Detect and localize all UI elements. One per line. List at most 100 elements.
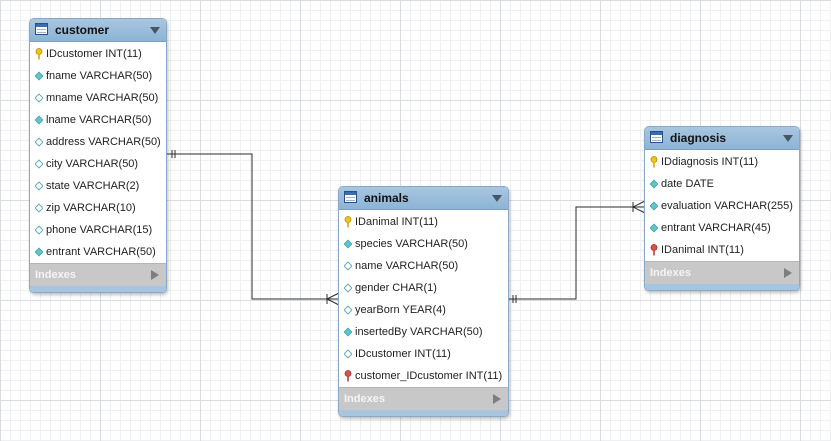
nullable-column-icon (35, 93, 43, 103)
column-row[interactable]: phone VARCHAR(15) (30, 219, 166, 241)
primary-key-icon (344, 216, 352, 228)
column-label: IDcustomer INT(11) (355, 348, 451, 360)
column-row[interactable]: IDanimal INT(11) (645, 239, 799, 261)
indexes-section[interactable]: Indexes (30, 263, 166, 286)
collapse-arrow-icon[interactable] (150, 27, 160, 34)
column-label: insertedBy VARCHAR(50) (355, 326, 483, 338)
table-name: customer (55, 23, 110, 37)
column-row[interactable]: customer_IDcustomer INT(11) (339, 365, 508, 387)
table-name: animals (364, 191, 409, 205)
indexes-label: Indexes (650, 267, 691, 279)
column-row[interactable]: evaluation VARCHAR(255) (645, 195, 799, 217)
many-crowfoot (326, 292, 340, 300)
column-label: address VARCHAR(50) (46, 136, 161, 148)
column-list: IDdiagnosis INT(11) date DATE evaluation… (645, 150, 799, 261)
column-label: state VARCHAR(2) (46, 180, 140, 192)
column-label: customer_IDcustomer INT(11) (355, 370, 503, 382)
column-label: date DATE (661, 178, 714, 190)
column-row[interactable]: entrant VARCHAR(45) (645, 217, 799, 239)
column-label: lname VARCHAR(50) (46, 114, 152, 126)
expand-arrow-icon[interactable] (151, 270, 159, 280)
column-label: IDdiagnosis INT(11) (661, 156, 758, 168)
table-bottom-bar (645, 284, 799, 290)
many-crowfoot (632, 200, 646, 208)
primary-key-icon (35, 48, 43, 60)
not-null-column-icon (35, 71, 43, 81)
collapse-arrow-icon[interactable] (492, 195, 502, 202)
not-null-column-icon (35, 115, 43, 125)
nullable-column-icon (35, 203, 43, 213)
many-crowfoot (326, 298, 340, 306)
column-label: evaluation VARCHAR(255) (661, 200, 793, 212)
column-row[interactable]: state VARCHAR(2) (30, 175, 166, 197)
column-label: entrant VARCHAR(45) (661, 222, 771, 234)
table-animals[interactable]: animals IDanimal INT(11) species VARCHAR… (338, 186, 509, 417)
column-row[interactable]: entrant VARCHAR(50) (30, 241, 166, 263)
relationship-animals-diagnosis (507, 206, 645, 300)
indexes-label: Indexes (35, 269, 76, 281)
table-header[interactable]: diagnosis (645, 127, 799, 150)
column-label: name VARCHAR(50) (355, 260, 459, 272)
table-customer[interactable]: customer IDcustomer INT(11) fname VARCHA… (29, 18, 167, 293)
column-row[interactable]: IDcustomer INT(11) (339, 343, 508, 365)
table-name: diagnosis (670, 131, 727, 145)
table-bottom-bar (339, 410, 508, 416)
column-list: IDanimal INT(11) species VARCHAR(50) nam… (339, 210, 508, 387)
column-label: IDanimal INT(11) (661, 244, 744, 256)
indexes-label: Indexes (344, 393, 385, 405)
primary-key-icon (650, 156, 658, 168)
foreign-key-icon (344, 370, 352, 382)
column-label: fname VARCHAR(50) (46, 70, 153, 82)
column-row[interactable]: city VARCHAR(50) (30, 153, 166, 175)
column-label: city VARCHAR(50) (46, 158, 139, 170)
column-row[interactable]: lname VARCHAR(50) (30, 109, 166, 131)
column-row[interactable]: yearBorn YEAR(4) (339, 299, 508, 321)
nullable-column-icon (35, 181, 43, 191)
column-label: entrant VARCHAR(50) (46, 246, 156, 258)
expand-arrow-icon[interactable] (784, 268, 792, 278)
relationship-customer-animals (166, 153, 339, 300)
nullable-column-icon (344, 349, 352, 359)
not-null-column-icon (35, 247, 43, 257)
column-label: gender CHAR(1) (355, 282, 437, 294)
column-label: species VARCHAR(50) (355, 238, 468, 250)
column-row[interactable]: IDdiagnosis INT(11) (645, 151, 799, 173)
column-row[interactable]: species VARCHAR(50) (339, 233, 508, 255)
column-label: mname VARCHAR(50) (46, 92, 159, 104)
column-row[interactable]: address VARCHAR(50) (30, 131, 166, 153)
column-row[interactable]: insertedBy VARCHAR(50) (339, 321, 508, 343)
not-null-column-icon (344, 327, 352, 337)
table-icon (35, 23, 48, 35)
column-row[interactable]: IDanimal INT(11) (339, 211, 508, 233)
column-row[interactable]: gender CHAR(1) (339, 277, 508, 299)
column-row[interactable]: name VARCHAR(50) (339, 255, 508, 277)
column-label: zip VARCHAR(10) (46, 202, 136, 214)
indexes-section[interactable]: Indexes (339, 387, 508, 410)
column-list: IDcustomer INT(11) fname VARCHAR(50) mna… (30, 42, 166, 263)
table-bottom-bar (30, 286, 166, 292)
not-null-column-icon (650, 179, 658, 189)
column-row[interactable]: fname VARCHAR(50) (30, 65, 166, 87)
column-row[interactable]: zip VARCHAR(10) (30, 197, 166, 219)
indexes-section[interactable]: Indexes (645, 261, 799, 284)
table-icon (650, 131, 663, 143)
table-diagnosis[interactable]: diagnosis IDdiagnosis INT(11) date DATE … (644, 126, 800, 291)
nullable-column-icon (344, 261, 352, 271)
column-label: IDanimal INT(11) (355, 216, 438, 228)
nullable-column-icon (35, 137, 43, 147)
not-null-column-icon (650, 223, 658, 233)
column-row[interactable]: IDcustomer INT(11) (30, 43, 166, 65)
table-header[interactable]: customer (30, 19, 166, 42)
not-null-column-icon (344, 239, 352, 249)
column-row[interactable]: date DATE (645, 173, 799, 195)
column-label: yearBorn YEAR(4) (355, 304, 446, 316)
table-header[interactable]: animals (339, 187, 508, 210)
column-row[interactable]: mname VARCHAR(50) (30, 87, 166, 109)
column-label: IDcustomer INT(11) (46, 48, 142, 60)
table-icon (344, 191, 357, 203)
nullable-column-icon (344, 305, 352, 315)
many-crowfoot (632, 206, 646, 214)
nullable-column-icon (35, 225, 43, 235)
expand-arrow-icon[interactable] (493, 394, 501, 404)
collapse-arrow-icon[interactable] (783, 135, 793, 142)
